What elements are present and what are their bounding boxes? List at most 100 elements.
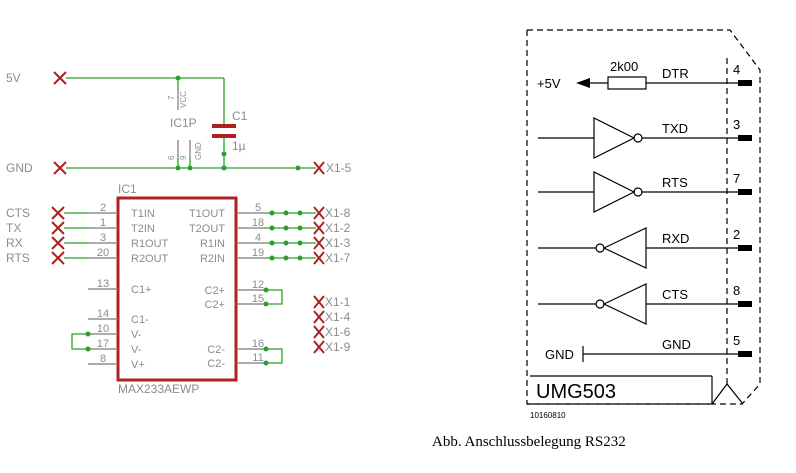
ic-pin-label: R1IN — [200, 238, 225, 250]
ic-pin-label: C1+ — [131, 284, 152, 296]
connector-label: X1-4 — [325, 310, 351, 324]
ic-pin-label: R2IN — [200, 253, 225, 265]
gnd-label: GND — [545, 347, 574, 362]
ic-pin-number: 10 — [97, 323, 109, 335]
connector-break — [711, 383, 744, 405]
connector-x1-5: X1-5 — [326, 161, 352, 175]
left-schematic: 5V 7 VCC IC1P C1 1µ 6 9 GND GND X1-5 — [6, 71, 352, 396]
resistor-value: 2k00 — [610, 59, 638, 74]
ic-pin-label: C1- — [131, 314, 149, 326]
connector-label: X1-8 — [325, 206, 351, 220]
ic-pin-label: R1OUT — [131, 238, 169, 250]
connector-label: X1-3 — [325, 236, 351, 250]
ic-pin-label: C2- — [207, 344, 225, 356]
cts-receiver — [538, 283, 740, 325]
ic-pin-label: T1OUT — [189, 208, 225, 220]
device-name: UMG503 — [536, 381, 616, 403]
x-mark — [313, 310, 325, 324]
ic1p-pin-vcc: 7 — [167, 95, 176, 100]
signal-pin: 3 — [733, 117, 740, 132]
ic-pin-number: 2 — [100, 202, 106, 214]
signal-pin: 8 — [733, 283, 740, 298]
cap-name: C1 — [232, 109, 248, 123]
signal-pin: 4 — [733, 62, 740, 77]
loose-connectors: X1-1X1-4X1-6X1-9 — [313, 295, 351, 354]
connector-pin — [738, 245, 752, 251]
net-label-gnd: GND — [6, 161, 33, 175]
x-mark — [313, 236, 325, 250]
ic-pin-number: 11 — [252, 352, 263, 364]
x-mark-5v — [53, 71, 67, 85]
rts-driver — [538, 171, 740, 213]
x-marks-left-signals — [51, 206, 65, 265]
connector-pin — [738, 135, 752, 141]
signal-name: GND — [662, 337, 691, 352]
txd-driver — [538, 117, 740, 159]
net-label-tx: TX — [6, 221, 21, 235]
ic-pin-label: C2+ — [205, 285, 226, 297]
ic-pin-label: T1IN — [131, 208, 155, 220]
ic-pin-number: 13 — [97, 278, 109, 290]
signal-name: CTS — [662, 287, 688, 302]
ic-pin-number: 18 — [252, 217, 264, 229]
ic-pin-number: 15 — [252, 293, 264, 305]
net-label-cts: CTS — [6, 206, 30, 220]
x-mark — [313, 251, 325, 265]
x-mark — [313, 340, 325, 354]
rxd-receiver — [538, 227, 740, 269]
resistor — [607, 76, 647, 90]
x-mark — [313, 221, 325, 235]
ic-pin-label: T2IN — [131, 223, 155, 235]
ic-pin-number: 14 — [97, 308, 109, 320]
net-label-5v: 5V — [6, 71, 21, 85]
plus5v-label: +5V — [537, 76, 561, 91]
connector-label: X1-2 — [325, 221, 351, 235]
net-label-rx: RX — [6, 236, 23, 250]
signal-pin: 5 — [733, 333, 740, 348]
connector-pin — [738, 351, 752, 357]
ic1p-pin-gnd-b: 9 — [179, 155, 188, 160]
right-connectors: X1-8X1-2X1-3X1-7 — [313, 206, 351, 265]
connector-label: X1-6 — [325, 325, 351, 339]
ic-pin-number: 17 — [97, 338, 109, 350]
ic-pin-number: 20 — [97, 247, 109, 259]
connector-label: X1-9 — [325, 340, 351, 354]
ic-pin-label: V- — [131, 329, 142, 341]
ic-pin-number: 3 — [100, 232, 106, 244]
ic-pin-number: 8 — [100, 353, 106, 365]
ic1p-gnd-label: GND — [194, 142, 203, 160]
ic-pin-label: V+ — [131, 359, 145, 371]
ic-part: MAX233AEWP — [118, 382, 199, 396]
ic-right-pins: 5T1OUT18T2OUT4R1IN19R2IN12C2+15C2+16C2-1… — [189, 202, 266, 370]
signal-name: RXD — [662, 231, 689, 246]
x-mark-gnd — [53, 161, 67, 175]
ic-pin-label: C2+ — [205, 299, 226, 311]
signal-name: TXD — [662, 121, 688, 136]
ic-pin-number: 5 — [255, 202, 261, 214]
connector-pin — [738, 80, 752, 86]
connector-label: X1-7 — [325, 251, 351, 265]
ic-pin-number: 16 — [252, 338, 264, 350]
connector-pin — [738, 189, 752, 195]
connector-label: X1-1 — [325, 295, 351, 309]
connector-pin — [738, 301, 752, 307]
x-mark — [313, 206, 325, 220]
ic1p-vcc-label: VCC — [179, 91, 188, 108]
net-label-rts: RTS — [6, 251, 30, 265]
ic-pin-number: 19 — [252, 247, 264, 259]
ic-pin-number: 1 — [100, 217, 106, 229]
ic-pin-label: V- — [131, 344, 142, 356]
ic-pin-label: T2OUT — [189, 223, 225, 235]
x-mark-x1-5 — [313, 161, 325, 175]
ic-pin-number: 12 — [252, 279, 264, 291]
ic1p-name: IC1P — [170, 116, 197, 130]
device-outline-right — [527, 29, 761, 405]
x-mark — [313, 325, 325, 339]
ic1p-pin-gnd-a: 6 — [167, 155, 176, 160]
device-code: 10160810 — [530, 411, 566, 420]
signal-name: RTS — [662, 175, 688, 190]
